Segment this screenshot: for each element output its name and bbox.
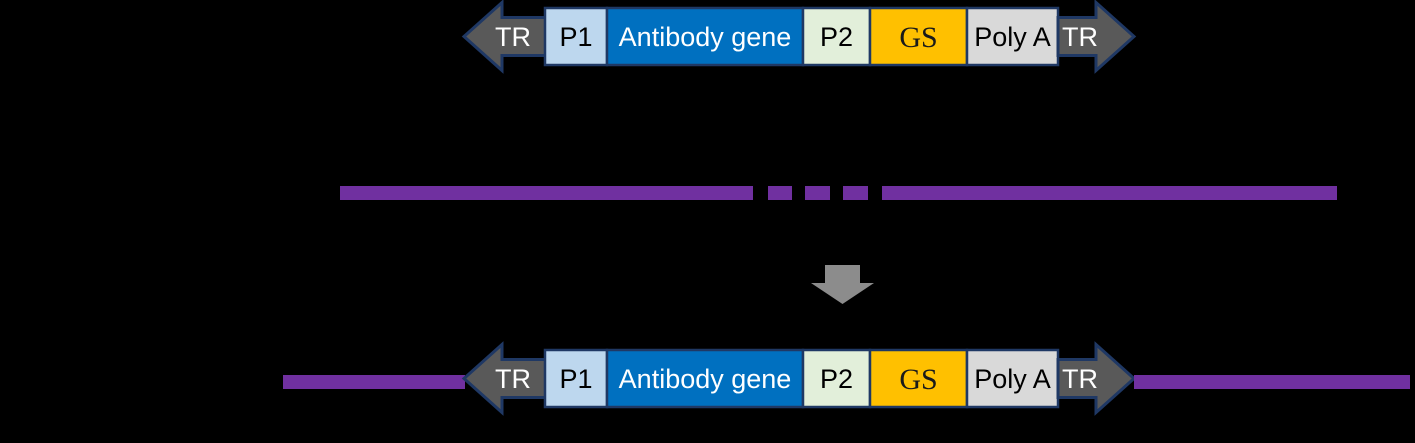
p1-label: P1 <box>559 364 592 394</box>
genome-line-right-segment <box>882 186 1337 200</box>
tr-right-label: TR <box>1062 22 1098 52</box>
antibody-gene-box <box>605 348 805 409</box>
antibody-gene-box <box>605 6 805 67</box>
top-transposon-construct: TR P1 Antibody gene P2 GS Poly A TR <box>461 0 1137 74</box>
p2-box <box>801 6 872 67</box>
tr-right-label: TR <box>1062 364 1098 394</box>
tr-left-label: TR <box>495 364 531 394</box>
genome-line <box>340 186 1337 200</box>
antibody-gene-label: Antibody gene <box>619 364 792 394</box>
p2-label: P2 <box>820 22 853 52</box>
p2-label: P2 <box>820 364 853 394</box>
integration-down-arrow-icon <box>811 265 874 304</box>
polya-box <box>965 6 1060 67</box>
gs-label: GS <box>899 21 937 54</box>
p1-label: P1 <box>559 22 592 52</box>
p1-box <box>543 348 609 409</box>
gs-box <box>868 348 969 409</box>
genome-line-left-segment <box>340 186 753 200</box>
genome-line-dash <box>805 186 830 200</box>
polya-label: Poly A <box>974 364 1051 394</box>
tr-right-arrow-icon <box>1056 341 1137 416</box>
polya-label: Poly A <box>974 22 1051 52</box>
integrated-genome-line-left <box>283 375 465 389</box>
genome-line-dash <box>843 186 868 200</box>
gs-label: GS <box>899 363 937 396</box>
antibody-gene-label: Antibody gene <box>619 22 792 52</box>
bottom-integrated-construct: TR P1 Antibody gene P2 GS Poly A TR <box>283 341 1410 416</box>
tr-left-label: TR <box>495 22 531 52</box>
integrated-genome-line-right <box>1134 375 1410 389</box>
gs-box <box>868 6 969 67</box>
tr-right-arrow-icon <box>1056 0 1137 74</box>
p2-box <box>801 348 872 409</box>
genome-line-dash <box>768 186 792 200</box>
